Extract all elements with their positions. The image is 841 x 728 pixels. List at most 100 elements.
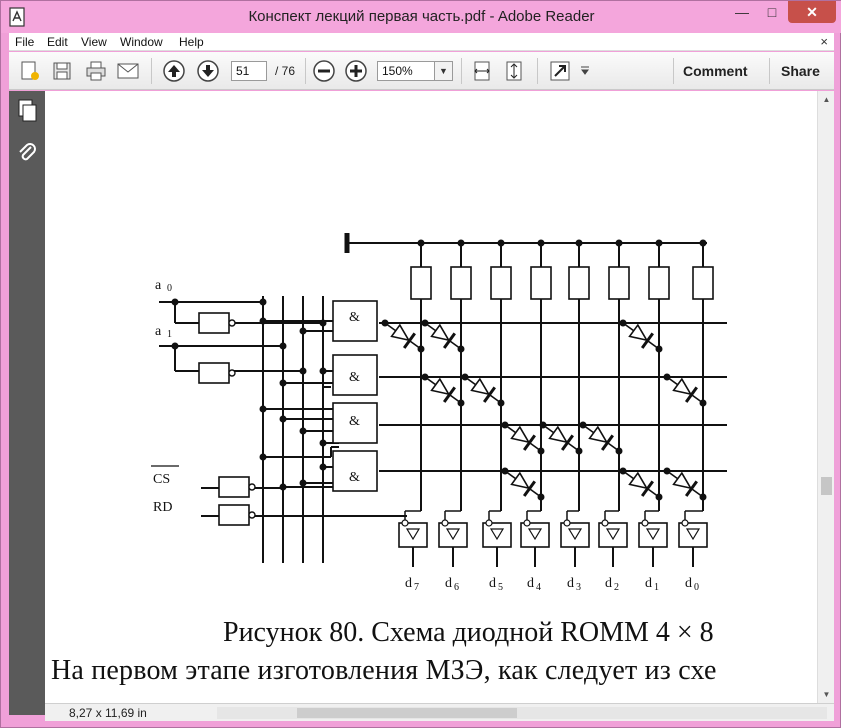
junction-dot bbox=[259, 298, 267, 306]
share-button[interactable]: Share bbox=[781, 63, 820, 79]
junction-dot bbox=[461, 373, 469, 381]
menu-window[interactable]: Window bbox=[120, 35, 163, 49]
junction-dot bbox=[699, 399, 707, 407]
junction-dot bbox=[615, 239, 623, 247]
body-text-line: На первом этапе изготовления МЗЭ, как сл… bbox=[51, 655, 717, 686]
zoom-dropdown-button[interactable]: ▼ bbox=[435, 61, 453, 81]
junction-dot bbox=[575, 239, 583, 247]
maximize-button[interactable]: □ bbox=[767, 4, 777, 20]
menu-file[interactable]: File bbox=[15, 35, 35, 49]
comment-button[interactable]: Comment bbox=[683, 63, 748, 79]
scroll-up-arrow-icon[interactable]: ▲ bbox=[822, 95, 831, 104]
page-number-input[interactable]: 51 bbox=[231, 61, 267, 81]
zoom-in-button[interactable] bbox=[343, 58, 369, 84]
junction-dot bbox=[421, 373, 429, 381]
gate-label: & bbox=[349, 370, 360, 385]
toolbar: 51 / 76 150% ▼ Comment Share bbox=[9, 52, 834, 90]
junction-dot bbox=[417, 239, 425, 247]
menu-bar: File Edit View Window Help × bbox=[9, 33, 834, 51]
menu-view[interactable]: View bbox=[81, 35, 107, 49]
close-document-button[interactable]: × bbox=[820, 34, 828, 49]
junction-dot bbox=[279, 483, 287, 491]
output-label: d bbox=[567, 576, 574, 591]
pull-up-resistor bbox=[568, 266, 590, 300]
pull-up-resistor bbox=[530, 266, 552, 300]
title-bar: Конспект лекций первая часть.pdf - Adobe… bbox=[1, 1, 841, 33]
diode bbox=[430, 377, 456, 403]
junction-dot bbox=[655, 239, 663, 247]
junction-dot bbox=[171, 342, 179, 350]
minimize-button[interactable]: — bbox=[735, 4, 749, 20]
junction-dot bbox=[655, 345, 663, 353]
junction-dot bbox=[457, 345, 465, 353]
output-label: d bbox=[445, 576, 452, 591]
chevron-down-icon bbox=[581, 66, 589, 75]
pages-icon[interactable] bbox=[16, 99, 38, 123]
close-window-button[interactable]: ✕ bbox=[788, 1, 836, 23]
output-label-index: 3 bbox=[576, 582, 581, 593]
junction-dot bbox=[299, 479, 307, 487]
diode bbox=[588, 425, 614, 451]
junction-dot bbox=[319, 463, 327, 471]
horizontal-scrollbar[interactable] bbox=[217, 707, 827, 719]
junction-dot bbox=[457, 399, 465, 407]
input-a0-subscript: 0 bbox=[167, 283, 172, 294]
output-label-index: 5 bbox=[498, 582, 503, 593]
junction-dot bbox=[319, 319, 327, 327]
save-button[interactable] bbox=[49, 58, 75, 84]
output-label: d bbox=[489, 576, 496, 591]
gate-label: & bbox=[349, 470, 360, 485]
diode bbox=[628, 471, 654, 497]
output-label-index: 7 bbox=[414, 582, 419, 593]
junction-dot bbox=[579, 421, 587, 429]
full-screen-button[interactable] bbox=[547, 58, 573, 84]
output-label-index: 2 bbox=[614, 582, 619, 593]
junction-dot bbox=[501, 421, 509, 429]
next-page-button[interactable] bbox=[195, 58, 221, 84]
fit-width-icon bbox=[474, 61, 490, 81]
minus-icon bbox=[313, 60, 335, 82]
junction-dot bbox=[537, 447, 545, 455]
previous-page-button[interactable] bbox=[161, 58, 187, 84]
junction-dot bbox=[259, 453, 267, 461]
create-pdf-button[interactable] bbox=[17, 58, 43, 84]
save-icon bbox=[53, 62, 71, 80]
toolbar-separator bbox=[151, 58, 152, 84]
diode bbox=[628, 323, 654, 349]
zoom-out-button[interactable] bbox=[311, 58, 337, 84]
toolbar-separator bbox=[305, 58, 306, 84]
menu-help[interactable]: Help bbox=[179, 35, 204, 49]
junction-dot bbox=[537, 239, 545, 247]
fit-page-button[interactable] bbox=[501, 58, 527, 84]
printer-icon bbox=[86, 61, 106, 81]
input-a0-label: a bbox=[155, 278, 162, 293]
junction-dot bbox=[299, 427, 307, 435]
pull-up-resistor bbox=[648, 266, 670, 300]
window-title: Конспект лекций первая часть.pdf - Adobe… bbox=[248, 8, 595, 25]
junction-dot bbox=[497, 399, 505, 407]
print-button[interactable] bbox=[83, 58, 109, 84]
output-label-index: 6 bbox=[454, 582, 459, 593]
diode bbox=[390, 323, 416, 349]
junction-dot bbox=[319, 367, 327, 375]
fit-width-button[interactable] bbox=[469, 58, 495, 84]
horizontal-scroll-thumb[interactable] bbox=[297, 708, 517, 718]
vertical-scrollbar[interactable]: ▲ ▼ bbox=[817, 91, 834, 703]
toolbar-separator bbox=[537, 58, 538, 84]
menu-edit[interactable]: Edit bbox=[47, 35, 68, 49]
scroll-down-arrow-icon[interactable]: ▼ bbox=[822, 690, 831, 699]
output-label: d bbox=[685, 576, 692, 591]
diode bbox=[672, 377, 698, 403]
email-button[interactable] bbox=[115, 58, 141, 84]
junction-dot bbox=[539, 421, 547, 429]
zoom-level-input[interactable]: 150% bbox=[377, 61, 435, 81]
junction-dot bbox=[619, 319, 627, 327]
input-a1-subscript: 1 bbox=[167, 329, 172, 340]
paperclip-icon[interactable] bbox=[16, 141, 38, 165]
vertical-scroll-thumb[interactable] bbox=[821, 477, 832, 495]
diode bbox=[510, 425, 536, 451]
toolbar-options-button[interactable] bbox=[577, 58, 593, 84]
pull-up-resistor bbox=[608, 266, 630, 300]
